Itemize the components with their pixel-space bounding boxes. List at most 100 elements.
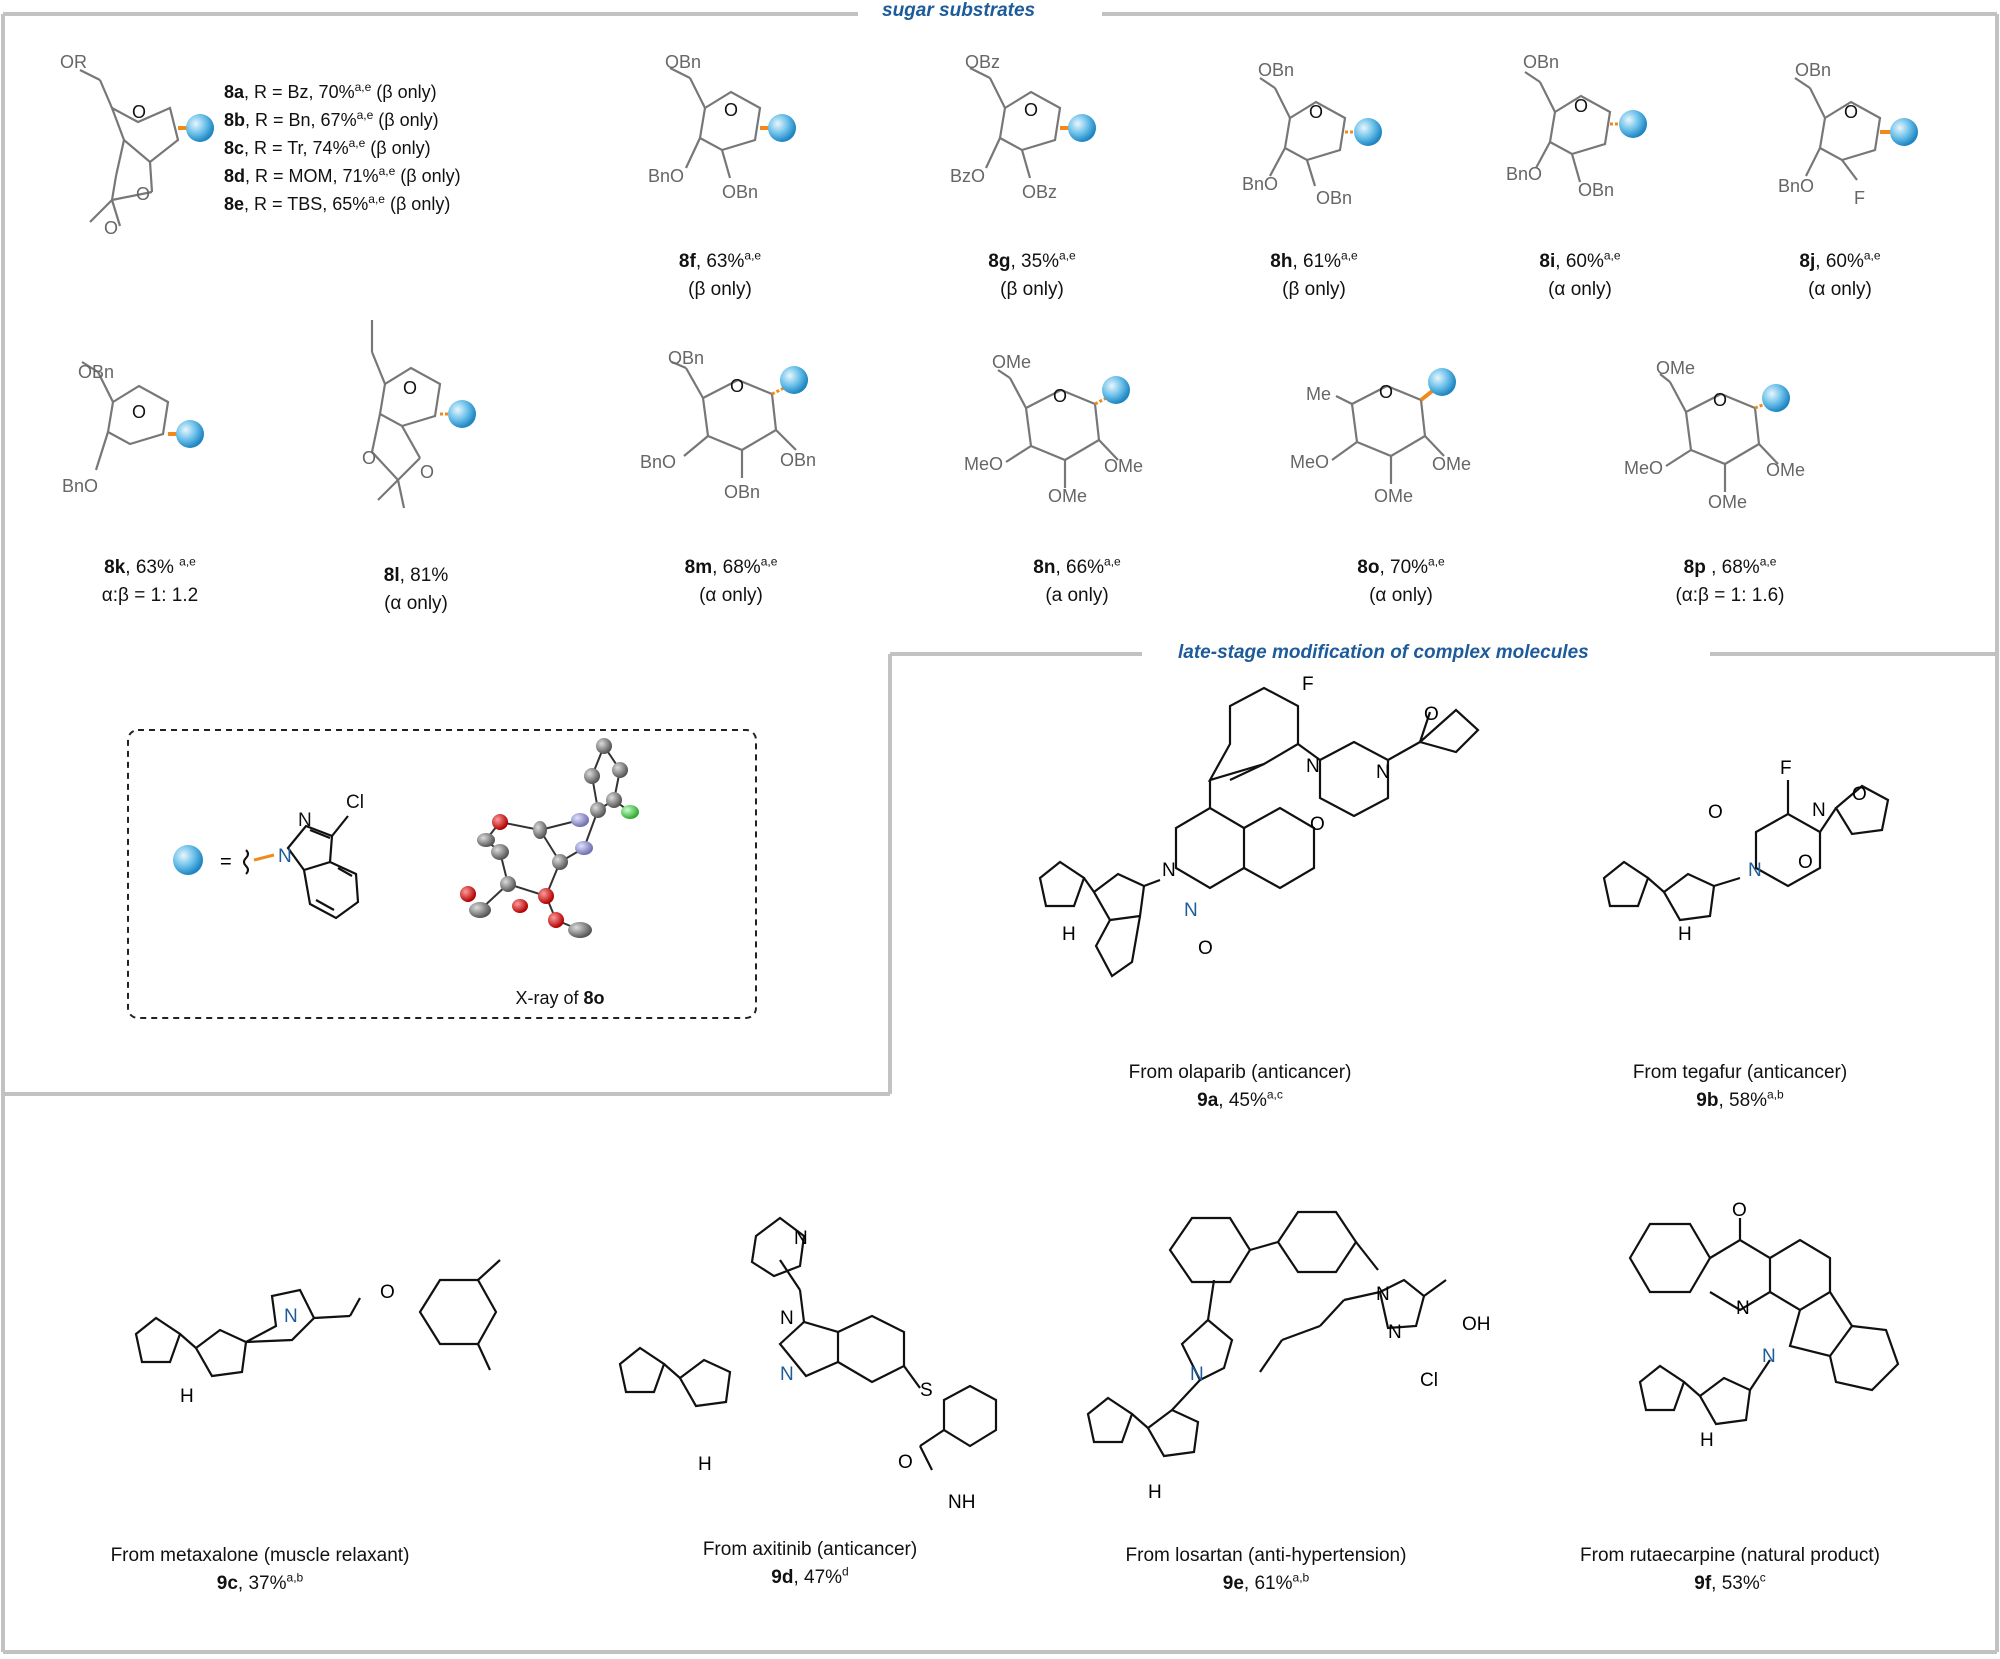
- svg-text:N: N: [1162, 860, 1176, 881]
- svg-text:N: N: [1376, 1284, 1390, 1305]
- svg-text:N: N: [1306, 756, 1320, 777]
- caption-9c: From metaxalone (muscle relaxant)9c, 37%…: [110, 1545, 410, 1594]
- svg-text:OBn: OBn: [78, 362, 114, 382]
- structure-8f: [669, 67, 776, 179]
- svg-text:N: N: [298, 810, 312, 831]
- svg-text:OBn: OBn: [724, 482, 760, 502]
- svg-text:OMe: OMe: [1432, 454, 1471, 474]
- caption-9b: From tegafur (anticancer)9b, 58%a,b: [1632, 1062, 1848, 1111]
- svg-text:H: H: [1700, 1430, 1714, 1451]
- svg-text:OMe: OMe: [1708, 492, 1747, 512]
- svg-text:N: N: [1184, 900, 1198, 921]
- structure-8p: [1659, 373, 1779, 492]
- svg-text:O: O: [1713, 390, 1727, 410]
- svg-text:O: O: [136, 184, 150, 204]
- svg-text:O: O: [898, 1452, 913, 1473]
- svg-text:=: =: [220, 851, 232, 873]
- caption-9a: From olaparib (anticancer)9a, 45%a,c: [1128, 1062, 1352, 1111]
- svg-text:OBz: OBz: [965, 52, 1000, 72]
- svg-text:MeO: MeO: [1624, 458, 1663, 478]
- svg-text:H: H: [180, 1386, 194, 1407]
- svg-text:MeO: MeO: [964, 454, 1003, 474]
- svg-text:N: N: [1376, 762, 1390, 783]
- structure-9b: [1602, 780, 1890, 922]
- svg-text:O: O: [1798, 852, 1813, 873]
- svg-text:O: O: [1024, 100, 1038, 120]
- structure-8o: [1331, 384, 1445, 484]
- svg-text:N: N: [278, 846, 292, 867]
- caption-8m: 8m, 68%a,e(α only): [684, 554, 778, 606]
- caption-8n: 8n, 66%a,e(a only): [1033, 554, 1121, 606]
- list-item: 8e, R = TBS, 65%a,e (β only): [224, 192, 451, 214]
- svg-text:O: O: [1309, 102, 1323, 122]
- svg-text:H: H: [1678, 924, 1692, 945]
- structure-8m: [671, 360, 797, 478]
- svg-text:O: O: [1852, 784, 1867, 805]
- svg-text:OBn: OBn: [1578, 180, 1614, 200]
- svg-text:H: H: [1148, 1482, 1162, 1503]
- svg-text:OBn: OBn: [665, 52, 701, 72]
- svg-text:O: O: [1574, 96, 1588, 116]
- svg-text:H: H: [698, 1454, 712, 1475]
- svg-text:OBn: OBn: [1316, 188, 1352, 208]
- structure-9e: [1086, 1210, 1447, 1458]
- svg-text:BnO: BnO: [640, 452, 676, 472]
- svg-text:N: N: [1388, 1322, 1402, 1343]
- svg-text:O: O: [132, 402, 146, 422]
- caption-8i: 8i, 60%a,e(α only): [1539, 248, 1621, 300]
- xray-structure: [460, 738, 639, 938]
- structure-8l: [370, 320, 456, 509]
- svg-text:O: O: [730, 376, 744, 396]
- svg-text:N: N: [1748, 860, 1762, 881]
- structure-8a-e: [79, 69, 192, 227]
- svg-text:N: N: [780, 1364, 794, 1385]
- svg-text:N: N: [780, 1308, 794, 1329]
- structure-8j: [1794, 77, 1898, 181]
- svg-text:NH: NH: [948, 1492, 975, 1513]
- svg-text:Cl: Cl: [1420, 1370, 1438, 1391]
- svg-text:O: O: [1310, 814, 1325, 835]
- structure-9d: [618, 1216, 998, 1471]
- svg-text:BzO: BzO: [950, 166, 985, 186]
- svg-text:OMe: OMe: [1656, 358, 1695, 378]
- svg-text:O: O: [1053, 386, 1067, 406]
- list-item: 8b, R = Bn, 67%a,e (β only): [224, 108, 439, 130]
- svg-text:N: N: [1736, 1298, 1750, 1319]
- caption-9f: From rutaecarpine (natural product)9f, 5…: [1580, 1545, 1880, 1594]
- svg-text:OBn: OBn: [1795, 60, 1831, 80]
- svg-text:F: F: [1302, 674, 1314, 695]
- caption-8l: 8l, 81%(α only): [383, 565, 449, 614]
- caption-8f: 8f, 63%a,e(β only): [678, 248, 762, 300]
- svg-text:O: O: [1844, 102, 1858, 122]
- svg-text:O: O: [362, 448, 376, 468]
- caption-9d: From axitinib (anticancer)9d, 47%d: [702, 1539, 918, 1588]
- list-item: 8a, R = Bz, 70%a,e (β only): [224, 80, 437, 102]
- svg-text:O: O: [420, 462, 434, 482]
- svg-text:BnO: BnO: [62, 476, 98, 496]
- svg-text:S: S: [920, 1380, 933, 1401]
- svg-text:OBn: OBn: [1523, 52, 1559, 72]
- atom-OR: OR: [60, 52, 87, 72]
- structure-9f: [1628, 1218, 1900, 1426]
- svg-text:OBz: OBz: [1022, 182, 1057, 202]
- svg-text:O: O: [403, 378, 417, 398]
- panel-frames: [1, 12, 1999, 1654]
- caption-9e: From losartan (anti-hypertension)9e, 61%…: [1125, 1545, 1407, 1594]
- header-sugar-substrates: sugar substrates: [870, 0, 1048, 22]
- structure-8i: [1524, 71, 1627, 183]
- svg-text:O: O: [1198, 938, 1213, 959]
- svg-text:N: N: [1812, 800, 1826, 821]
- svg-text:BnO: BnO: [648, 166, 684, 186]
- caption-8h: 8h, 61%a,e(β only): [1270, 248, 1358, 300]
- svg-text:OMe: OMe: [1766, 460, 1805, 480]
- list-item: 8c, R = Tr, 74%a,e (β only): [224, 136, 431, 158]
- xray-box: [127, 729, 757, 1019]
- structure-9c: [134, 1259, 501, 1378]
- svg-text:OH: OH: [1462, 1314, 1491, 1335]
- svg-text:BnO: BnO: [1506, 164, 1542, 184]
- substrate-list: 8a, R = Bz, 70%a,e (β only) 8b, R = Bn, …: [224, 78, 461, 218]
- sphere-legend: = N N Cl: [173, 792, 364, 920]
